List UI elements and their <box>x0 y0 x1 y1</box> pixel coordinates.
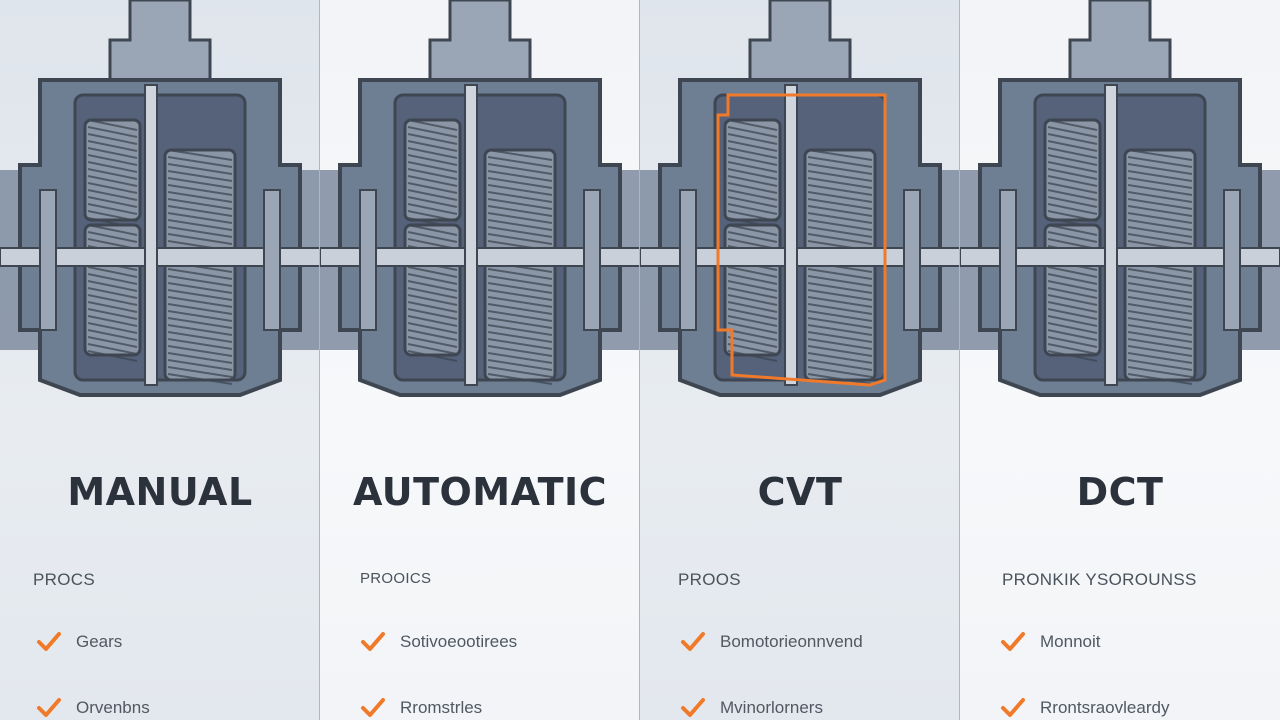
panel-title: DCT <box>1076 470 1164 514</box>
pros-label: PRONKIK YSOROUNSS <box>1002 570 1197 589</box>
gear-upper-left <box>83 118 142 229</box>
list-item: Mvinorlorners <box>680 695 823 720</box>
manual-gearbox-diagram <box>0 0 320 397</box>
checkmark-icon <box>680 629 706 655</box>
panel-dct: DCT PRONKIK YSOROUNSS Monnoit Rrontsraov… <box>960 0 1280 720</box>
panel-divider <box>639 0 640 720</box>
panel-manual: MANUAL PROCS Gears Orvenbns <box>0 0 320 720</box>
checkmark-icon <box>680 695 706 720</box>
cvt-gearbox-diagram <box>640 0 960 397</box>
checkmark-icon <box>360 695 386 720</box>
list-item: Sotivoeootirees <box>360 629 517 655</box>
checkmark-icon <box>1000 629 1026 655</box>
list-item: Bomotorieonnvend <box>680 629 863 655</box>
shift-rod <box>1104 84 1118 386</box>
pros-label: PROCS <box>33 570 95 589</box>
gear-upper-left <box>403 118 462 229</box>
gear-lower-left <box>1043 223 1102 362</box>
panel-title: MANUAL <box>67 470 253 514</box>
flange-right <box>583 189 601 331</box>
flange-right <box>903 189 921 331</box>
shift-rod <box>784 84 798 386</box>
gear-lower-left <box>403 223 462 362</box>
panel-divider <box>959 0 960 720</box>
flange-left <box>39 189 57 331</box>
item-text: Mvinorlorners <box>720 698 823 717</box>
housing-stem <box>428 0 532 82</box>
list-item: Orvenbns <box>36 695 150 720</box>
flange-right <box>263 189 281 331</box>
panel-cvt: CVT PROOS Bomotorieonnvend Mvinorlorners <box>640 0 960 720</box>
checkmark-icon <box>1000 695 1026 720</box>
main-shaft <box>0 247 320 267</box>
list-item: Gears <box>36 629 122 655</box>
item-text: Rrontsraovleardy <box>1040 698 1170 717</box>
gear-lower-left <box>83 223 142 362</box>
housing-stem <box>1068 0 1172 82</box>
housing-stem <box>108 0 212 82</box>
checkmark-icon <box>36 629 62 655</box>
dct-gearbox-diagram <box>960 0 1280 397</box>
list-item: Rrontsraovleardy <box>1000 695 1169 720</box>
flange-right <box>1223 189 1241 331</box>
list-item: Monnoit <box>1000 629 1100 655</box>
item-text: Bomotorieonnvend <box>720 632 863 651</box>
belt-path-highlight <box>716 93 887 387</box>
gear-upper-left <box>723 118 782 229</box>
panel-divider <box>319 0 320 720</box>
shift-rod <box>144 84 158 386</box>
main-shaft <box>320 247 640 267</box>
housing-stem <box>748 0 852 82</box>
checkmark-icon <box>36 695 62 720</box>
panel-title: AUTOMATIC <box>352 470 608 514</box>
gear-upper-left <box>1043 118 1102 229</box>
panel-automatic: AUTOMATIC PROOICS Sotivoeootirees Rromst… <box>320 0 640 720</box>
flange-left <box>359 189 377 331</box>
checkmark-icon <box>360 629 386 655</box>
main-shaft <box>960 247 1280 267</box>
item-text: Gears <box>76 632 123 651</box>
flange-left <box>679 189 697 331</box>
panel-title: CVT <box>757 470 843 514</box>
item-text: Orvenbns <box>76 698 150 717</box>
shift-rod <box>464 84 478 386</box>
pros-label: PROOICS <box>360 570 432 587</box>
automatic-gearbox-diagram <box>320 0 640 397</box>
list-item: Rromstrles <box>360 695 482 720</box>
pros-label: PROOS <box>678 570 741 589</box>
item-text: Rromstrles <box>400 698 483 717</box>
main-shaft <box>640 247 960 267</box>
item-text: Sotivoeootirees <box>400 632 518 651</box>
item-text: Monnoit <box>1040 632 1101 651</box>
flange-left <box>999 189 1017 331</box>
